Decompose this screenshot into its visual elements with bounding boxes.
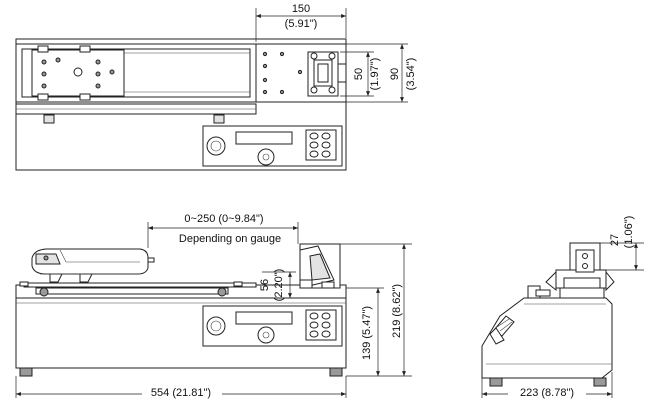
dim-side-top: 27 (1.06") — [600, 216, 644, 271]
dim-body-height-label: 139 (5.47") — [361, 306, 373, 360]
dim-top-inner: 50 (1.97") — [340, 51, 381, 97]
dim-rail: 56 (2.20") — [259, 269, 296, 302]
dim-top-outer-mm: 90 — [389, 68, 401, 80]
dim-length-label: 554 (21.81") — [151, 387, 211, 399]
dim-side-depth-label: 223 (8.78") — [520, 387, 574, 399]
side-view: 27 (1.06") 223 (8.78") — [481, 216, 644, 399]
dim-length: 554 (21.81") — [15, 376, 347, 399]
control-panel-top — [202, 125, 343, 167]
dim-top-width: 150 (5.91") — [255, 3, 347, 42]
dim-total-height: 219 (8.62") — [320, 243, 412, 377]
control-panel-front — [202, 305, 343, 347]
mount-plate — [255, 43, 347, 103]
dim-rail-in: (2.20") — [273, 269, 285, 302]
dim-top-inner-in: (1.97") — [369, 58, 381, 91]
dim-top-outer: 90 (3.54") — [346, 43, 417, 103]
force-gauge — [31, 248, 155, 283]
dim-stroke: 0~250 (0~9.84") Depending on gauge — [147, 213, 299, 248]
dim-side-top-mm: 27 — [609, 234, 621, 246]
dim-total-height-label: 219 (8.62") — [391, 284, 403, 338]
dim-body-height: 139 (5.47") — [346, 287, 384, 377]
dim-top-width-in: (5.91") — [285, 18, 318, 30]
top-view: 150 (5.91") 50 (1.97") 90 (3.54") — [15, 3, 417, 171]
side-bracket — [545, 242, 615, 299]
dim-top-outer-in: (3.54") — [405, 58, 417, 91]
side-body — [481, 297, 613, 379]
mount-bracket — [299, 243, 341, 289]
side-knob — [489, 315, 515, 345]
carriage — [31, 45, 125, 101]
dim-side-top-in: (1.06") — [623, 216, 635, 249]
dim-top-width-mm: 150 — [292, 3, 310, 15]
dim-rail-mm: 56 — [259, 279, 271, 291]
dim-side-depth: 223 (8.78") — [481, 372, 613, 399]
front-view: 0~250 (0~9.84") Depending on gauge 56 (2… — [15, 213, 412, 399]
dim-top-inner-mm: 50 — [353, 68, 365, 80]
dim-stroke-label: 0~250 (0~9.84") — [184, 213, 263, 225]
dim-stroke-note: Depending on gauge — [179, 233, 281, 245]
